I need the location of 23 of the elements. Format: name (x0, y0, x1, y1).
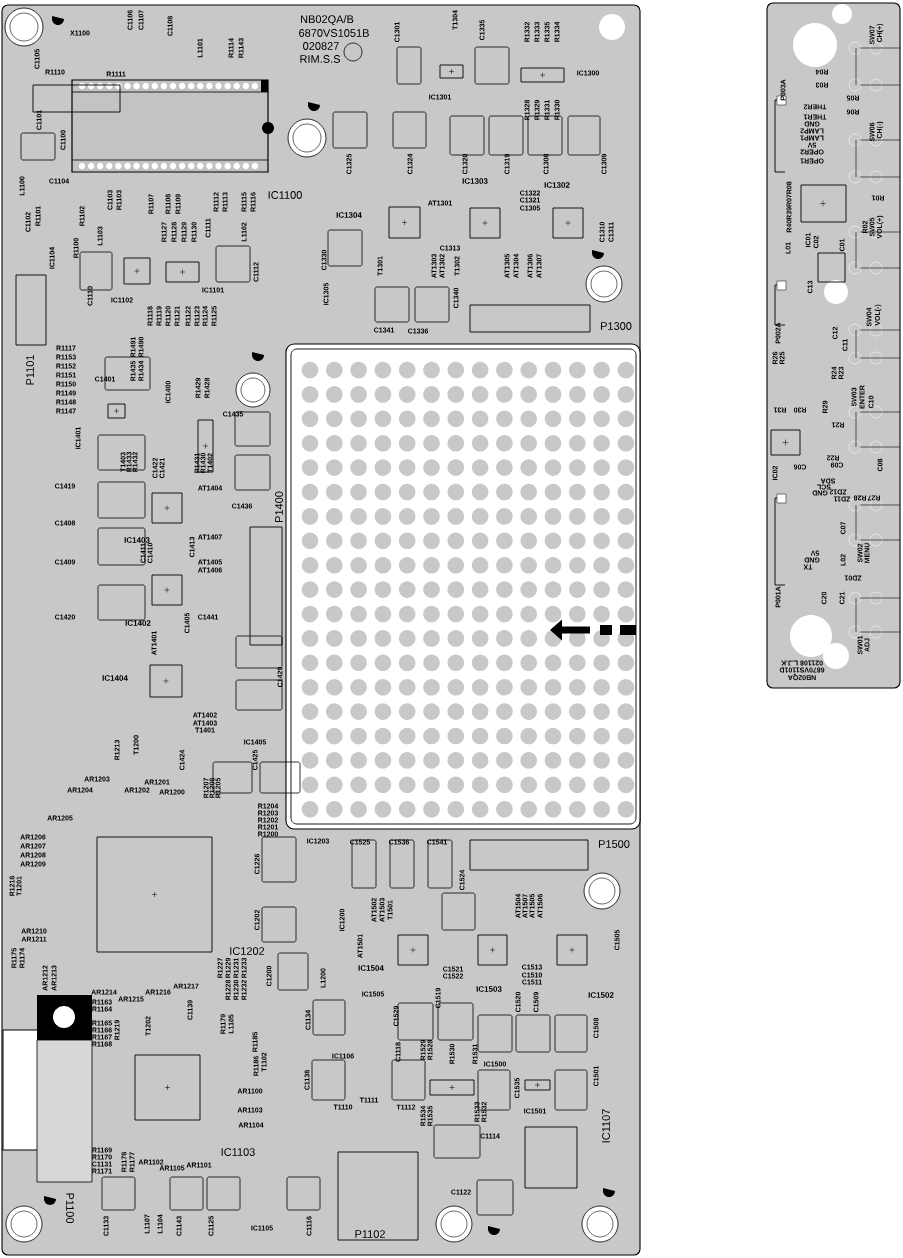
silkscreen-label: P1100 (66, 1193, 74, 1224)
silkscreen-label: P1101 (26, 355, 34, 385)
silkscreen-label: P1300 (601, 322, 632, 330)
silkscreen-label: 6870VS1051B (299, 29, 369, 37)
silkscreen-label: IC1404 (102, 675, 128, 681)
silkscreen-label: IC1502 (588, 992, 614, 998)
silkscreen-label: IC1202 (230, 947, 265, 955)
silkscreen-label: IC1100 (268, 191, 302, 199)
silkscreen-label: IC1107 (602, 1109, 610, 1143)
silkscreen-label: NB02QA/B (301, 15, 354, 25)
silkscreen-label: IC1503 (476, 986, 502, 992)
silkscreen-label: IC1403 (124, 537, 150, 543)
silkscreen-label: IC1302 (544, 182, 570, 188)
silkscreen-label: IC1402 (125, 620, 151, 626)
silkscreen-label: RIM.S.S (300, 55, 340, 63)
silkscreen-label: IC1304 (336, 212, 362, 218)
silkscreen-label: P1400 (275, 491, 283, 522)
silkscreen-label: P1102 (355, 1230, 385, 1238)
silkscreen-label: IC1103 (221, 1148, 255, 1156)
silkscreen-label: IC1303 (462, 178, 488, 184)
silkscreen-label: IC1504 (358, 965, 384, 971)
silkscreen-label: P1500 (599, 840, 630, 848)
silkscreen-label: 020827 (303, 42, 339, 50)
